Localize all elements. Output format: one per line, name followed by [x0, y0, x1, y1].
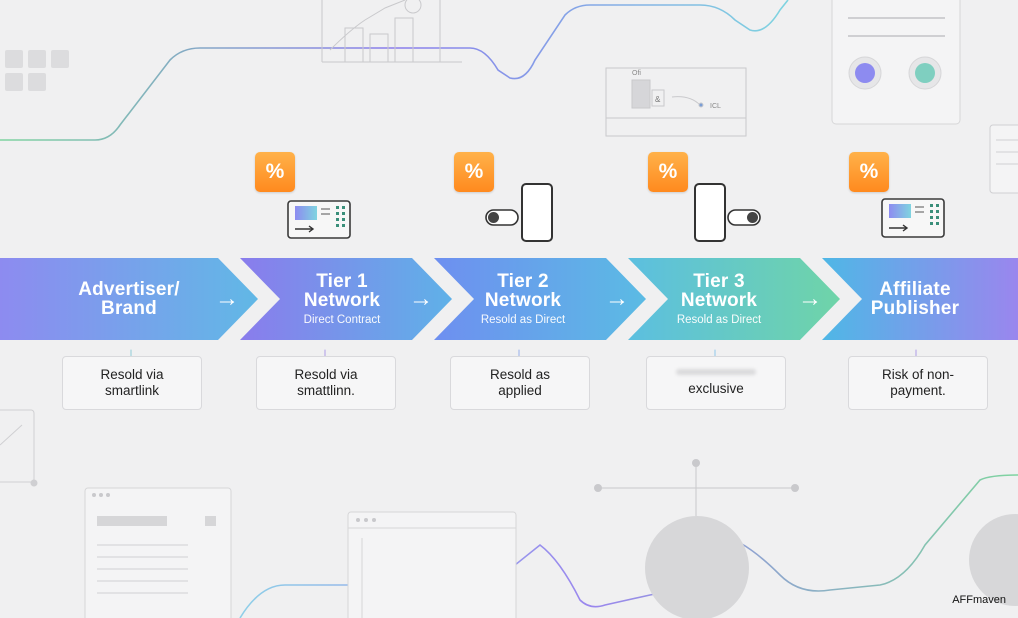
- node-graph: [594, 459, 1018, 618]
- note-text: exclusive: [688, 381, 744, 396]
- arrow-down-icon: ↓: [515, 345, 523, 362]
- step-title: Advertiser/ Brand: [78, 279, 180, 319]
- browser-sketch: [347, 511, 517, 618]
- step-title: Tier 1 Network: [303, 271, 381, 311]
- brand-watermark: AFFmaven: [952, 594, 1006, 606]
- side-window: [989, 124, 1018, 194]
- step-title: Tier 2 Network: [484, 271, 562, 311]
- chevron-3: [434, 258, 646, 340]
- percent-badge-icon: %: [648, 152, 688, 192]
- phone-icon: [485, 183, 553, 242]
- chevron-4: [628, 258, 840, 340]
- chevron-shapes: [0, 258, 1018, 340]
- note-box: Resold via smartlink: [62, 356, 202, 410]
- step-tier3: Tier 3 Network Resold as Direct: [662, 258, 776, 340]
- percent-badge-icon: %: [849, 152, 889, 192]
- note-text: Risk of non-payment.: [881, 367, 955, 398]
- arrow-right-icon: →: [605, 285, 629, 312]
- card-terminal-icon: [881, 198, 945, 238]
- chevron-1: [0, 258, 258, 340]
- step-affiliate: Affiliate Publisher: [852, 258, 978, 340]
- top-wave-line: [0, 0, 789, 141]
- corner-chart: [0, 409, 38, 487]
- flow-row: Advertiser/ Brand Tier 1 Network Direct …: [0, 258, 1018, 340]
- card-terminal-icon: [287, 200, 351, 239]
- arrow-down-icon: ↓: [912, 345, 920, 362]
- phone-icon: [694, 183, 761, 242]
- note-box: Resold via smattlinn.: [256, 356, 396, 410]
- step-tier1: Tier 1 Network Direct Contract: [272, 258, 412, 340]
- note-box: exclusive: [646, 356, 786, 410]
- note-text: Resold as applied: [489, 367, 551, 398]
- arrow-down-icon: ↓: [711, 345, 719, 362]
- note-box: Resold as applied: [450, 356, 590, 410]
- panel-label-ofi: Ofi: [632, 70, 641, 77]
- settings-card: [831, 0, 961, 125]
- panel-label-amp: &: [655, 95, 661, 104]
- step-tier2: Tier 2 Network Resold as Direct: [466, 258, 580, 340]
- step-subtitle: Direct Contract: [303, 314, 381, 326]
- chevron-5: [822, 258, 1018, 340]
- note-box: Risk of non-payment.: [848, 356, 988, 410]
- panel-label-icl: ICL: [710, 103, 721, 110]
- envelope-panel: [605, 67, 747, 137]
- chevron-2: [240, 258, 452, 340]
- step-advertiser: Advertiser/ Brand: [60, 258, 198, 340]
- percent-badge-icon: %: [454, 152, 494, 192]
- note-text: Resold via smattlinn.: [294, 367, 358, 398]
- blurred-text: [676, 369, 756, 375]
- step-title: Tier 3 Network: [680, 271, 758, 311]
- arrow-right-icon: →: [409, 285, 433, 312]
- document-sketch: [84, 487, 232, 618]
- arrow-right-icon: →: [798, 285, 822, 312]
- percent-badge-icon: %: [255, 152, 295, 192]
- step-title: Affiliate Publisher: [870, 279, 960, 319]
- arrow-down-icon: ↓: [127, 345, 135, 362]
- step-subtitle: Resold as Direct: [676, 314, 762, 326]
- step-subtitle: Resold as Direct: [480, 314, 566, 326]
- arrow-down-icon: ↓: [321, 345, 329, 362]
- arrow-right-icon: →: [215, 285, 239, 312]
- note-text: Resold via smartlink: [100, 367, 164, 398]
- bar-chart-sketch: [321, 0, 462, 63]
- keypad-grid: [5, 50, 69, 91]
